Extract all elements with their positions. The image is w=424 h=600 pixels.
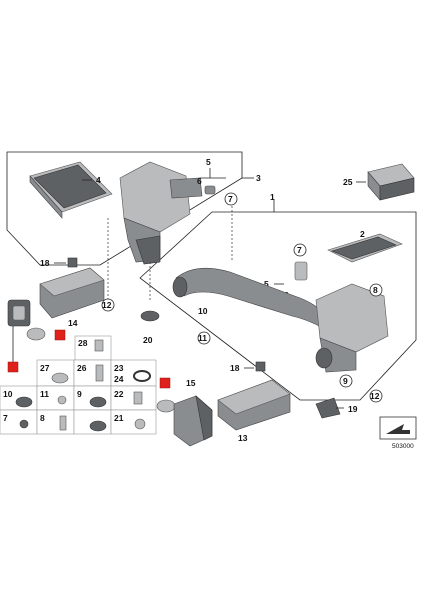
part-22-icon[interactable] — [133, 391, 143, 405]
part-27-icon[interactable] — [51, 372, 69, 384]
callout-11: 11 — [198, 333, 207, 343]
part-10-icon[interactable] — [15, 396, 33, 408]
small-parts-grid — [0, 335, 157, 435]
callout-1: 1 — [270, 192, 275, 202]
part-9-icon[interactable] — [89, 396, 107, 408]
callout-2: 2 — [360, 229, 365, 239]
bracket-19-part[interactable] — [315, 397, 341, 419]
callout-20: 20 — [143, 335, 153, 345]
red-marker-2 — [7, 361, 19, 373]
seal-plate-15-part[interactable] — [156, 399, 176, 413]
direction-icon — [379, 416, 417, 440]
callout-3: 3 — [256, 173, 261, 183]
callout-4: 4 — [96, 175, 101, 185]
callout-12-right: 12 — [370, 391, 380, 401]
part-11-icon[interactable] — [57, 395, 67, 405]
part-8-icon[interactable] — [59, 415, 67, 431]
callout-9: 9 — [343, 376, 348, 386]
seal-plate-left-part[interactable] — [26, 327, 46, 341]
part-26-icon[interactable] — [95, 364, 104, 382]
callout-7-lower: 7 — [297, 245, 302, 255]
grid-label-7: 7 — [3, 413, 8, 423]
grid-label-26: 26 — [77, 363, 87, 373]
resonator-13-part[interactable] — [217, 379, 291, 431]
callout-19: 19 — [348, 404, 358, 414]
callout-5-upper: 5 — [206, 157, 211, 167]
diagram-id: 503000 — [392, 443, 414, 450]
part-grommet-icon[interactable] — [89, 420, 107, 432]
upper-assembly-frame — [6, 151, 243, 266]
part-7-icon[interactable] — [19, 419, 29, 429]
callout-8: 8 — [373, 285, 378, 295]
callout-18-left: 18 — [40, 258, 50, 268]
callout-10: 10 — [198, 306, 208, 316]
clip-18-left-part[interactable] — [67, 257, 78, 268]
grid-label-11: 11 — [40, 389, 49, 399]
bracket-left-part[interactable] — [7, 299, 31, 327]
right-assembly-frame — [139, 211, 417, 401]
callout-5-lower: 5 — [264, 279, 269, 289]
grid-label-28: 28 — [78, 338, 88, 348]
callout-6-upper: 6 — [197, 176, 202, 186]
clip-18-right-part[interactable] — [255, 361, 266, 372]
air-box-upper-housing[interactable] — [119, 161, 203, 265]
red-marker-3 — [159, 377, 171, 389]
callout-7-upper: 7 — [228, 194, 233, 204]
callout-12-left: 12 — [102, 300, 112, 310]
intake-pipe-part[interactable] — [172, 267, 331, 333]
callout-15: 15 — [186, 378, 196, 388]
air-filter-element-part[interactable] — [29, 161, 113, 219]
grid-label-8: 8 — [40, 413, 45, 423]
part-23-24-icon[interactable] — [133, 370, 151, 382]
filter-cartridge-25-part[interactable] — [367, 163, 415, 201]
sensor-lower-part[interactable] — [294, 261, 308, 281]
sensor-upper-part[interactable] — [204, 185, 216, 195]
callout-14: 14 — [68, 318, 78, 328]
part-21-icon[interactable] — [134, 418, 146, 430]
grid-label-24: 24 — [114, 374, 124, 384]
red-marker-1 — [54, 329, 66, 341]
grid-label-23: 23 — [114, 363, 124, 373]
callout-13: 13 — [238, 433, 248, 443]
grid-label-27: 27 — [40, 363, 50, 373]
part-28-icon[interactable] — [94, 339, 104, 352]
callout-18-right: 18 — [230, 363, 240, 373]
resonator-15-part[interactable] — [173, 395, 213, 447]
grid-label-10: 10 — [3, 389, 13, 399]
grid-label-22: 22 — [114, 389, 124, 399]
air-box-lower-housing[interactable] — [315, 283, 389, 373]
resonator-14-part[interactable] — [39, 267, 105, 319]
air-filter-element-right-part[interactable] — [327, 233, 403, 263]
callout-25: 25 — [343, 177, 353, 187]
grommet-20-part[interactable] — [140, 310, 160, 322]
grid-label-9: 9 — [77, 389, 82, 399]
grid-label-21: 21 — [114, 413, 124, 423]
